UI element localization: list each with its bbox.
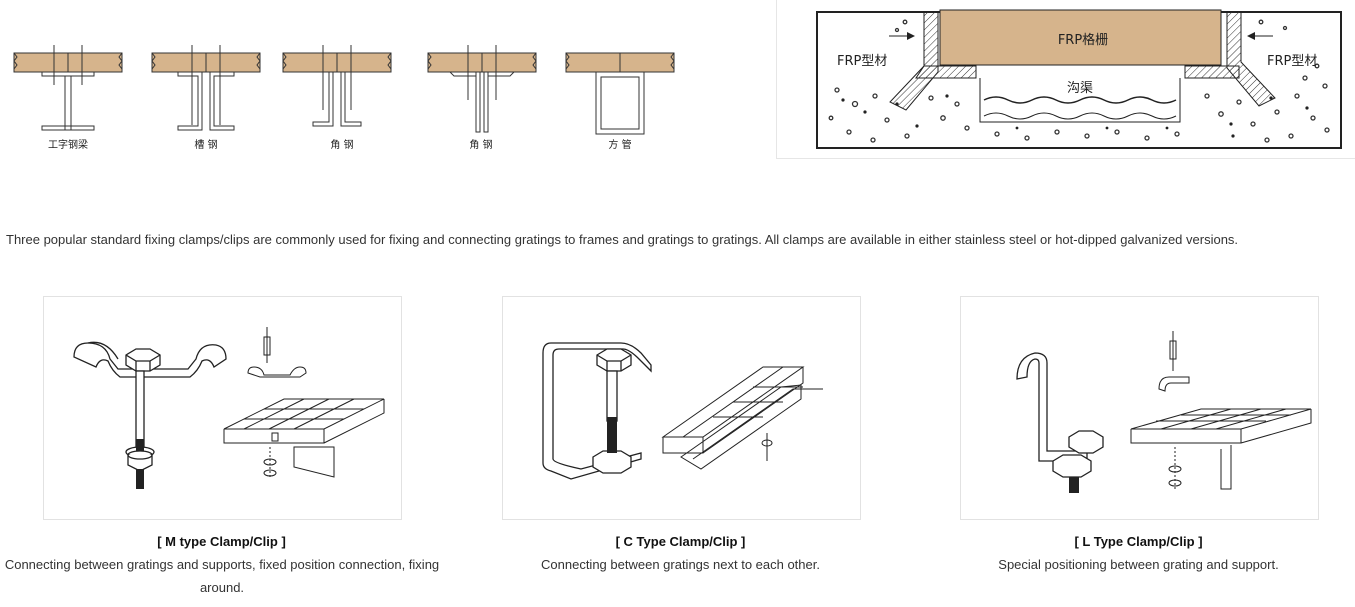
profile-label-angle-2: 角 钢: [469, 140, 493, 151]
square-tube-profile: [565, 52, 675, 135]
angle-profile-2: [427, 45, 537, 133]
c-clamp-image: [502, 296, 861, 520]
m-clamp-image: [43, 296, 402, 520]
l-clamp-image: [960, 296, 1319, 520]
trench-label: 沟渠: [1067, 81, 1093, 96]
profile-label-angle-1: 角 钢: [330, 140, 354, 151]
c-clamp-description: Connecting between gratings next to each…: [541, 557, 820, 572]
m-clamp-description: Connecting between gratings and supports…: [4, 557, 440, 595]
right-profile-label: FRP型材: [1267, 54, 1317, 69]
channel-profile: [151, 45, 261, 131]
trench-diagram: FRP格栅 FRP型材 FRP型材 沟渠: [816, 9, 1342, 149]
support-profiles-illustration: [13, 45, 675, 135]
c-clamp-title: [ C Type Clamp/Clip ]: [615, 534, 746, 549]
l-clamp-title: [ L Type Clamp/Clip ]: [1074, 534, 1203, 549]
m-clamp-title: [ M type Clamp/Clip ]: [157, 534, 286, 549]
trench-diagram-frame: FRP格栅 FRP型材 FRP型材 沟渠: [776, 0, 1355, 159]
grating-label: FRP格栅: [1058, 32, 1108, 48]
angle-profile-1: [282, 45, 392, 127]
profile-label-i-beam: 工字钢梁: [48, 140, 88, 151]
profile-label-channel: 槽 钢: [194, 140, 218, 151]
intro-text: Three popular standard fixing clamps/cli…: [6, 232, 1239, 247]
profile-label-square-tube: 方 管: [608, 140, 632, 151]
i-beam-profile: [13, 45, 123, 131]
l-clamp-description: Special positioning between grating and …: [998, 557, 1279, 572]
left-profile-label: FRP型材: [837, 54, 887, 69]
